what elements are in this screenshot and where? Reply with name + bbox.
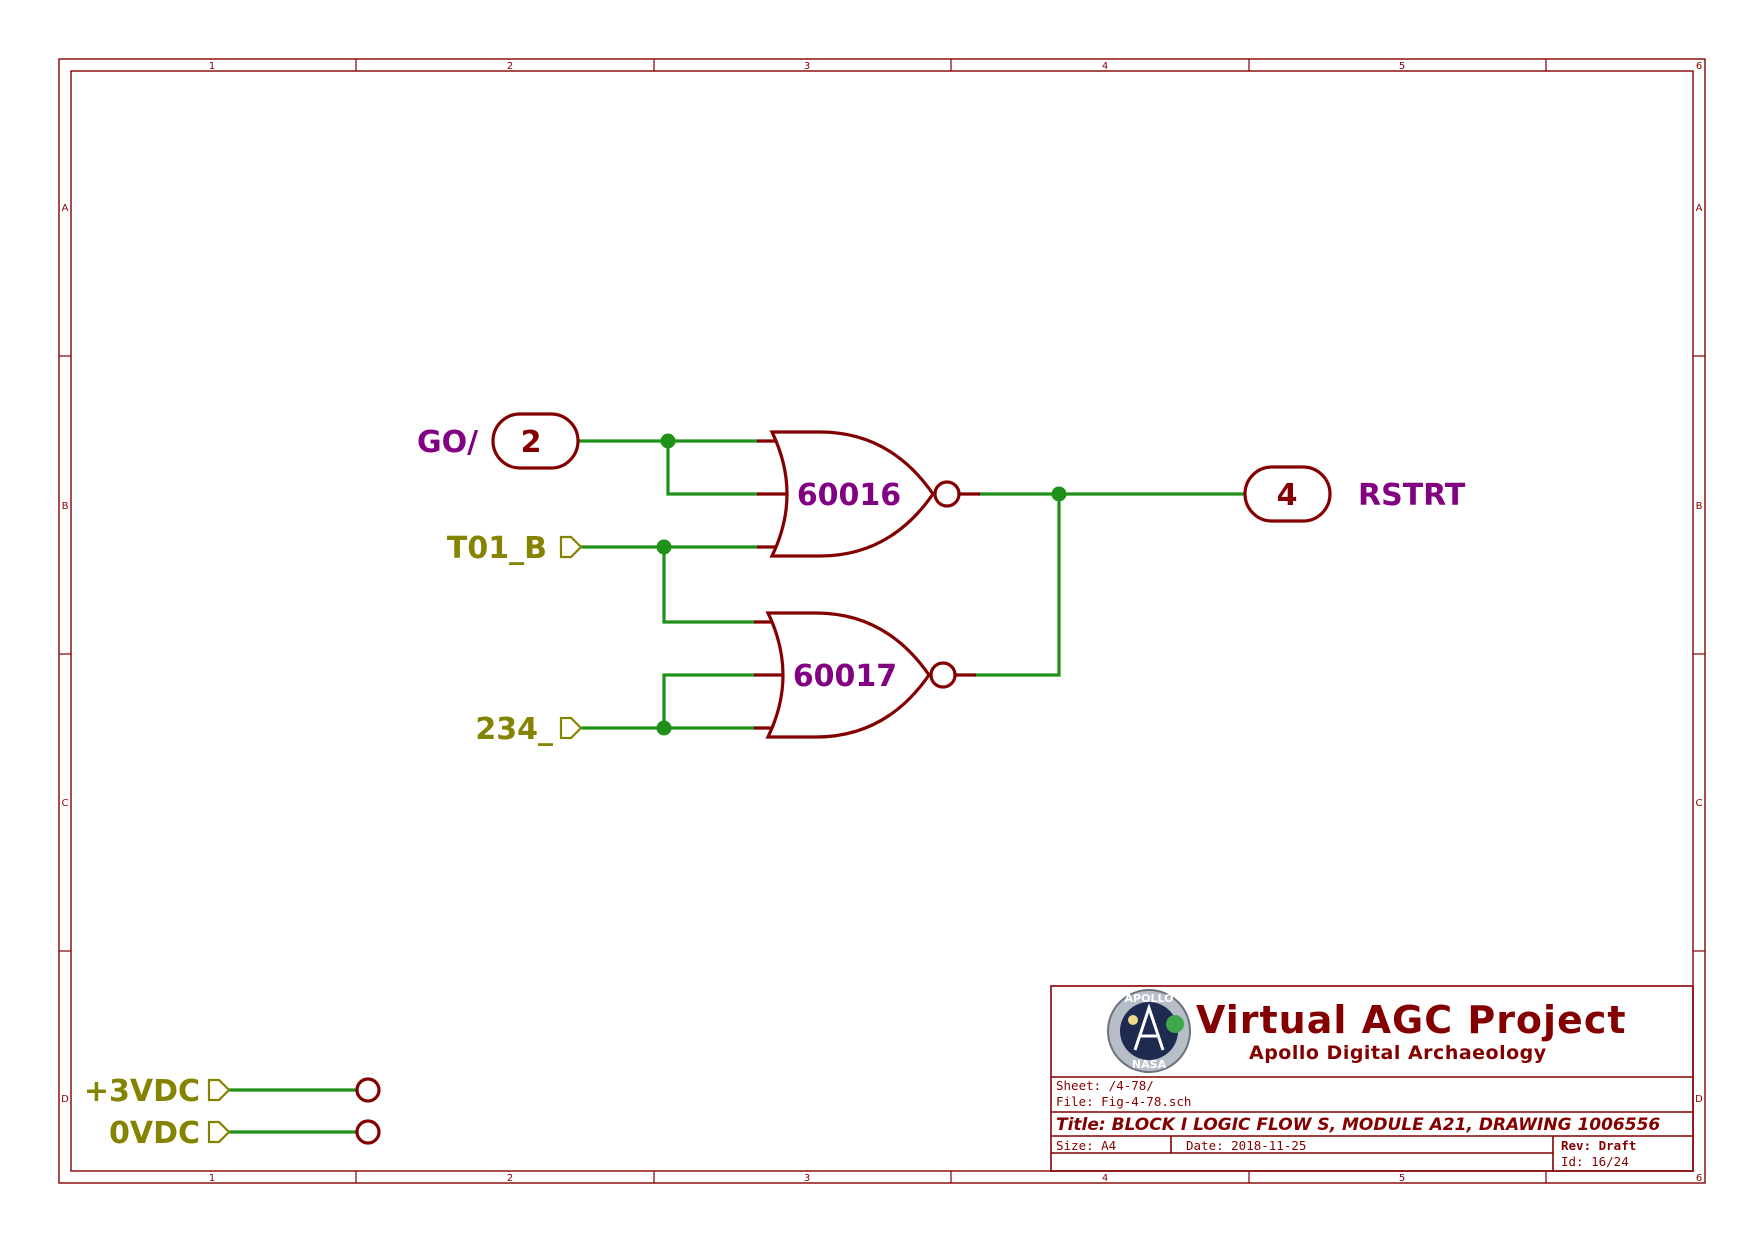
- junction-dot: [656, 720, 672, 736]
- file-name: File: Fig-4-78.sch: [1056, 1094, 1191, 1109]
- port-number: 4: [1277, 478, 1298, 513]
- coordinate-ticks: [59, 59, 1705, 1183]
- gate-ref-label: 60017: [793, 659, 897, 694]
- output-port-rstrt: 4 RSTRT: [1243, 465, 1466, 523]
- row-labels-right: A B C D: [1695, 203, 1703, 1105]
- project-subtitle: Apollo Digital Archaeology: [1249, 1042, 1547, 1064]
- nor-gate-60017: 60017: [754, 611, 976, 739]
- row-label: B: [1696, 501, 1703, 512]
- column-label: 5: [1399, 61, 1405, 72]
- drawing-date: Date: 2018-11-25: [1186, 1138, 1306, 1153]
- column-label: 2: [507, 61, 513, 72]
- logo-text: NASA: [1132, 1058, 1167, 1071]
- row-labels-left: A B C D: [61, 203, 69, 1105]
- column-label: 3: [804, 61, 810, 72]
- title-block: APOLLO NASA Virtual AGC Project Apollo D…: [1050, 985, 1694, 1172]
- column-label: 2: [507, 1173, 513, 1184]
- power-3vdc: +3VDC: [84, 1074, 381, 1109]
- apollo-logo: APOLLO NASA: [1107, 989, 1191, 1073]
- wire-go-net: [666, 439, 759, 496]
- column-label: 3: [804, 1173, 810, 1184]
- row-label: D: [61, 1094, 69, 1105]
- sheet-id: Id: 16/24: [1561, 1154, 1629, 1169]
- junction-dot: [1051, 486, 1067, 502]
- net-label: T01_B: [447, 531, 547, 566]
- column-labels-top: 1 2 3 4 5 6: [209, 61, 1702, 72]
- wire-234-net: [662, 673, 756, 730]
- junction-dot: [660, 433, 676, 449]
- input-port-go: 2 GO/: [417, 412, 580, 470]
- revision: Rev: Draft: [1561, 1138, 1636, 1153]
- column-label: 1: [209, 1173, 215, 1184]
- nor-gate-60016: 60016: [757, 430, 980, 558]
- row-label: A: [1696, 203, 1703, 214]
- column-labels-bottom: 1 2 3 4 5 6: [209, 1173, 1702, 1184]
- port-label: RSTRT: [1358, 478, 1466, 513]
- row-label: A: [62, 203, 69, 214]
- drawing-title: Title: BLOCK I LOGIC FLOW S, MODULE A21,…: [1056, 1115, 1660, 1135]
- column-label: 4: [1102, 1173, 1108, 1184]
- wire-t01b-net: [662, 545, 756, 624]
- power-label: 0VDC: [109, 1116, 200, 1151]
- row-label: B: [62, 501, 69, 512]
- sheet-path: Sheet: /4-78/: [1056, 1078, 1154, 1093]
- global-label-234: 234_: [475, 712, 583, 747]
- sheet-frame: [58, 58, 1706, 1184]
- row-label: C: [1696, 798, 1703, 809]
- junctions: [656, 433, 1067, 736]
- port-number: 2: [521, 425, 542, 460]
- column-label: 6: [1696, 61, 1702, 72]
- logo-text: APOLLO: [1125, 992, 1174, 1005]
- global-label-t01b: T01_B: [447, 531, 583, 566]
- gate-ref-label: 60016: [797, 478, 901, 513]
- column-label: 4: [1102, 61, 1108, 72]
- junction-dot: [656, 539, 672, 555]
- column-label: 5: [1399, 1173, 1405, 1184]
- row-label: D: [1695, 1094, 1703, 1105]
- net-label: 234_: [475, 712, 553, 747]
- wire-rstrt-net: [974, 492, 1061, 677]
- power-0vdc: 0VDC: [109, 1116, 381, 1151]
- port-label: GO/: [417, 425, 478, 460]
- project-name: Virtual AGC Project: [1196, 998, 1627, 1042]
- wires: [227, 439, 1247, 1134]
- sheet-size: Size: A4: [1056, 1138, 1116, 1153]
- power-label: +3VDC: [84, 1074, 200, 1109]
- column-label: 6: [1696, 1173, 1702, 1184]
- column-label: 1: [209, 61, 215, 72]
- row-label: C: [62, 798, 69, 809]
